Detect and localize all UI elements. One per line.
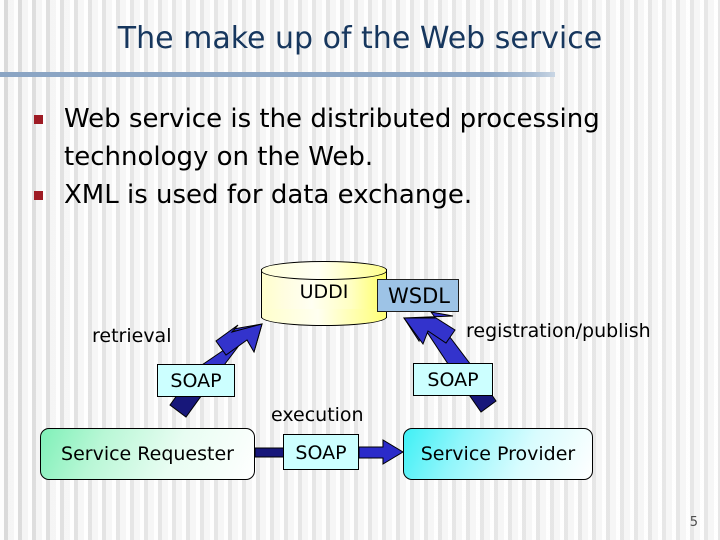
square-bullet-icon xyxy=(34,115,43,124)
title-underline-rule xyxy=(0,72,555,77)
service-requester-label: Service Requester xyxy=(61,443,234,465)
page-number: 5 xyxy=(689,515,698,530)
soap-label: SOAP xyxy=(170,370,222,392)
bullet-list: Web service is the distributed processin… xyxy=(28,100,668,214)
service-provider-label: Service Provider xyxy=(420,443,576,465)
retrieval-arrow-head-icon xyxy=(215,323,263,356)
registration-arrow-head-icon xyxy=(403,317,456,346)
list-item-text: Web service is the distributed processin… xyxy=(64,104,600,172)
soap-box-execution: SOAP xyxy=(283,434,359,470)
cylinder-top-ellipse xyxy=(261,261,387,280)
soap-label: SOAP xyxy=(295,442,347,464)
execution-arrow-icon xyxy=(358,439,404,465)
list-item-text: XML is used for data exchange. xyxy=(64,180,473,210)
execution-connector-left xyxy=(254,447,285,458)
execution-label: execution xyxy=(271,404,364,426)
list-item: XML is used for data exchange. xyxy=(28,176,668,214)
service-requester-box: Service Requester xyxy=(40,428,255,480)
list-item: Web service is the distributed processin… xyxy=(28,100,668,176)
uddi-label: UDDI xyxy=(299,281,349,303)
registration-publish-label: registration/publish xyxy=(466,320,651,342)
wsdl-box: WSDL xyxy=(377,279,459,312)
soap-box-retrieval: SOAP xyxy=(157,364,235,397)
retrieval-label: retrieval xyxy=(92,325,172,347)
service-provider-box: Service Provider xyxy=(403,428,593,480)
uddi-cylinder: UDDI xyxy=(261,261,387,327)
soap-box-registration: SOAP xyxy=(413,363,493,396)
soap-label: SOAP xyxy=(427,369,479,391)
wsdl-label: WSDL xyxy=(388,284,450,308)
page-title: The make up of the Web service xyxy=(117,21,603,56)
cylinder-bottom-ellipse xyxy=(261,309,387,326)
square-bullet-icon xyxy=(34,191,43,200)
